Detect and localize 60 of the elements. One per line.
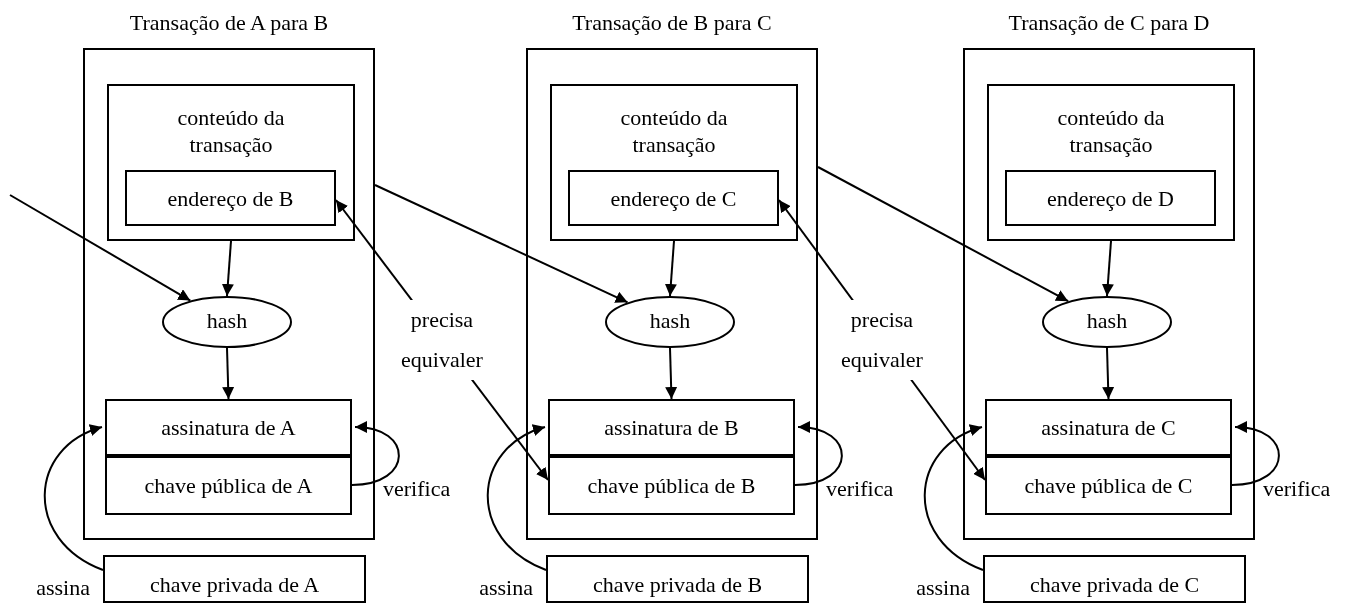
- signature-box: [985, 399, 1232, 456]
- private-key-box: [983, 555, 1246, 603]
- arrow: [1102, 347, 1115, 400]
- edge-label: assina: [36, 574, 90, 602]
- arrow: [43, 425, 104, 571]
- content-box: [987, 84, 1235, 241]
- box-label: chave privada de C: [1028, 571, 1201, 598]
- edge-label: verifica: [826, 475, 894, 503]
- address-box: [1005, 170, 1216, 226]
- arrow: [374, 184, 629, 304]
- content-box: [107, 84, 355, 241]
- box-label: chave pública de B: [586, 472, 757, 499]
- box-label: conteúdo da transação: [619, 104, 729, 158]
- box-label: assinatura de C: [1040, 414, 1177, 441]
- panel-title: Transação de C para D: [1007, 10, 1211, 36]
- box-label: assinatura de B: [603, 414, 740, 441]
- panel-title: Transação de A para B: [128, 10, 330, 36]
- box-label: hash: [648, 306, 692, 334]
- box-label: chave privada de A: [148, 571, 321, 598]
- arrow: [351, 422, 400, 486]
- box-label: endereço de D: [1045, 184, 1175, 212]
- box-label: conteúdo da transação: [1056, 104, 1166, 158]
- box-label: chave pública de C: [1023, 472, 1194, 499]
- hash-ellipse: [1042, 296, 1172, 348]
- hash-ellipse: [605, 296, 735, 348]
- address-box: [125, 170, 336, 226]
- arrow: [664, 240, 677, 297]
- arrow: [9, 194, 192, 302]
- arrow: [222, 347, 235, 400]
- box-label: hash: [1085, 306, 1129, 334]
- box-label: endereço de C: [609, 184, 738, 212]
- arrow: [923, 425, 984, 571]
- arrow: [221, 240, 234, 297]
- address-box: [568, 170, 779, 226]
- arrow: [665, 347, 678, 400]
- arrow: [1101, 240, 1114, 297]
- box-label: conteúdo da transação: [176, 104, 286, 158]
- panel-title: Transação de B para C: [571, 10, 773, 36]
- box-label: chave pública de A: [143, 472, 314, 499]
- edge-label: verifica: [383, 475, 451, 503]
- private-key-box: [546, 555, 809, 603]
- hash-ellipse: [162, 296, 292, 348]
- edge-label: verifica: [1263, 475, 1331, 503]
- arrow: [1231, 422, 1280, 486]
- box-label: hash: [205, 306, 249, 334]
- signature-box: [105, 399, 352, 456]
- box-label: endereço de B: [166, 184, 295, 212]
- arrow: [486, 425, 547, 571]
- content-box: [550, 84, 798, 241]
- edge-label: assina: [479, 574, 533, 602]
- signature-box: [548, 399, 795, 456]
- public-key-box: [105, 456, 352, 515]
- public-key-box: [985, 456, 1232, 515]
- public-key-box: [548, 456, 795, 515]
- edge-label: assina: [916, 574, 970, 602]
- box-label: assinatura de A: [160, 414, 297, 441]
- box-label: chave privada de B: [591, 571, 764, 598]
- arrow: [794, 422, 843, 486]
- private-key-box: [103, 555, 366, 603]
- arrow: [817, 166, 1070, 303]
